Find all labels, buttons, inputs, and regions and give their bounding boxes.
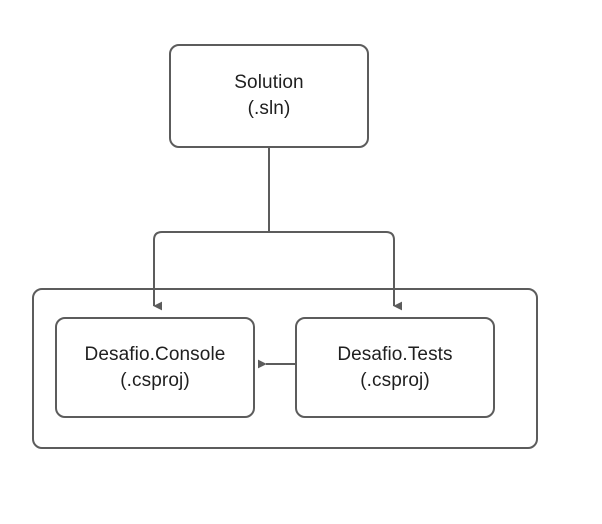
node-desafio-tests[interactable]: Desafio.Tests (.csproj)	[295, 317, 495, 418]
node-desafio-console-name: Desafio.Console	[84, 343, 226, 365]
node-desafio-tests-extension: (.csproj)	[360, 369, 430, 391]
node-solution-extension: (.sln)	[247, 98, 291, 119]
node-solution[interactable]: Solution (.sln)	[169, 44, 369, 148]
node-desafio-tests-name: Desafio.Tests	[337, 343, 453, 365]
node-desafio-console-extension: (.csproj)	[120, 369, 190, 391]
edge-solution-to-console	[153, 148, 270, 311]
projects-group-container	[32, 288, 538, 449]
node-solution-name: Solution	[234, 72, 304, 93]
node-desafio-console[interactable]: Desafio.Console (.csproj)	[55, 317, 255, 418]
